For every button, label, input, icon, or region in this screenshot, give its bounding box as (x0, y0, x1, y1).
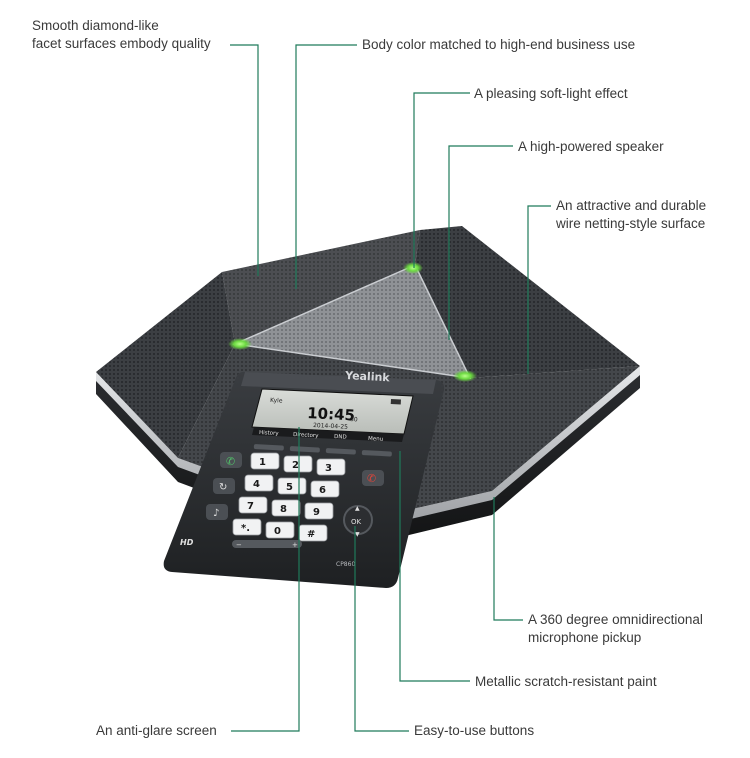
key-3[interactable]: 3 (316, 458, 346, 476)
key-label: 9 (313, 507, 320, 518)
display-user: Kyle (270, 397, 283, 405)
brand-logo: Yealink (344, 369, 391, 384)
callout-line-mic (493, 497, 523, 621)
key-label: 7 (247, 501, 254, 512)
device-base (96, 372, 640, 548)
hangup-icon: ✆ (367, 472, 376, 485)
key-label: 6 (319, 485, 326, 496)
callout-line-body (295, 44, 357, 289)
facet-left (96, 272, 235, 458)
callout-body-color: Body color matched to high-end business … (362, 37, 636, 52)
key-hash[interactable]: # (298, 524, 328, 542)
softkey-history: History (259, 430, 280, 437)
callout-mic-line2: microphone pickup (528, 630, 642, 645)
number-keypad: 1 2 3 4 5 6 7 8 9 *. 0 # (232, 452, 346, 542)
callout-lines (230, 44, 551, 732)
display-time: 10:45 (307, 404, 356, 424)
callout-buttons: Easy-to-use buttons (414, 723, 535, 738)
callout-facets: Smooth diamond-like facet surfaces embod… (32, 17, 211, 53)
phone-icon: ✆ (226, 455, 235, 468)
key-5[interactable]: 5 (277, 477, 307, 495)
nav-up-icon: ▲ (355, 505, 360, 512)
speaker-grille (235, 265, 470, 378)
callout-line-softlight (413, 92, 470, 268)
display-date: 2014-04-25 (313, 422, 348, 431)
redial-key[interactable] (213, 478, 235, 494)
callout-wire-line1: An attractive and durable (556, 198, 707, 213)
answer-key[interactable] (220, 452, 242, 468)
led-top (403, 262, 423, 274)
nav-down-icon: ▼ (355, 531, 360, 538)
callout-facets-line1: Smooth diamond-like (32, 18, 159, 33)
callout-line-facets (230, 44, 259, 276)
mic-icon: ♪ (213, 508, 219, 519)
key-6[interactable]: 6 (310, 480, 340, 498)
callout-line-speaker (448, 145, 513, 340)
callout-soft-light: A pleasing soft-light effect (474, 86, 628, 101)
key-9[interactable]: 9 (304, 502, 334, 520)
display-seconds: 30 (350, 416, 358, 423)
softkey-directory: Directory (293, 432, 319, 439)
key-label: 8 (280, 504, 287, 515)
callout-wire-line2: wire netting-style surface (556, 216, 706, 231)
key-label: 5 (286, 482, 293, 493)
volume-down-icon: − (236, 541, 242, 549)
softkey-dnd: DND (334, 434, 347, 441)
callout-facets-line2: facet surfaces embody quality (32, 36, 211, 51)
volume-up-icon: + (292, 541, 298, 549)
callout-line-buttons (354, 526, 409, 732)
key-label: 3 (325, 463, 332, 474)
key-label: 0 (274, 526, 281, 537)
hangup-key[interactable] (362, 470, 384, 486)
nav-ring[interactable] (343, 505, 373, 535)
callout-speaker: A high-powered speaker (518, 139, 664, 154)
led-left (228, 338, 252, 350)
led-right (453, 370, 477, 382)
model-label: CP860 (336, 561, 355, 568)
softkey-button-1[interactable] (253, 444, 284, 451)
volume-bar[interactable] (232, 540, 302, 548)
key-label: 4 (253, 479, 260, 490)
key-label: 2 (292, 460, 299, 471)
callout-wire: An attractive and durable wire netting-s… (556, 197, 706, 233)
key-star[interactable]: *. (232, 518, 262, 536)
ok-key[interactable]: OK (351, 518, 362, 526)
key-7[interactable]: 7 (238, 496, 268, 514)
callout-microphone: A 360 degree omnidirectional microphone … (528, 611, 703, 647)
callout-screen: An anti-glare screen (96, 723, 217, 738)
callout-mic-line1: A 360 degree omnidirectional (528, 612, 703, 627)
key-4[interactable]: 4 (244, 474, 274, 492)
key-1[interactable]: 1 (250, 452, 280, 470)
key-label: 1 (259, 457, 266, 468)
callout-line-paint (399, 451, 470, 682)
mute-key[interactable] (206, 504, 228, 520)
softkey-button-4[interactable] (361, 450, 392, 457)
facet-back-left (222, 230, 420, 344)
key-label: *. (241, 523, 250, 534)
softkey-menu: Menu (368, 436, 383, 443)
callout-paint: Metallic scratch-resistant paint (475, 674, 657, 689)
softkey-button-2[interactable] (289, 446, 320, 453)
callout-line-wire (527, 205, 551, 374)
hd-badge: HD (180, 538, 194, 547)
key-8[interactable]: 8 (271, 499, 301, 517)
redial-icon: ↻ (219, 482, 227, 493)
key-label: # (307, 529, 315, 540)
key-2[interactable]: 2 (283, 455, 313, 473)
callout-line-screen (231, 427, 300, 732)
softkey-button-3[interactable] (325, 448, 356, 455)
key-0[interactable]: 0 (265, 521, 295, 539)
